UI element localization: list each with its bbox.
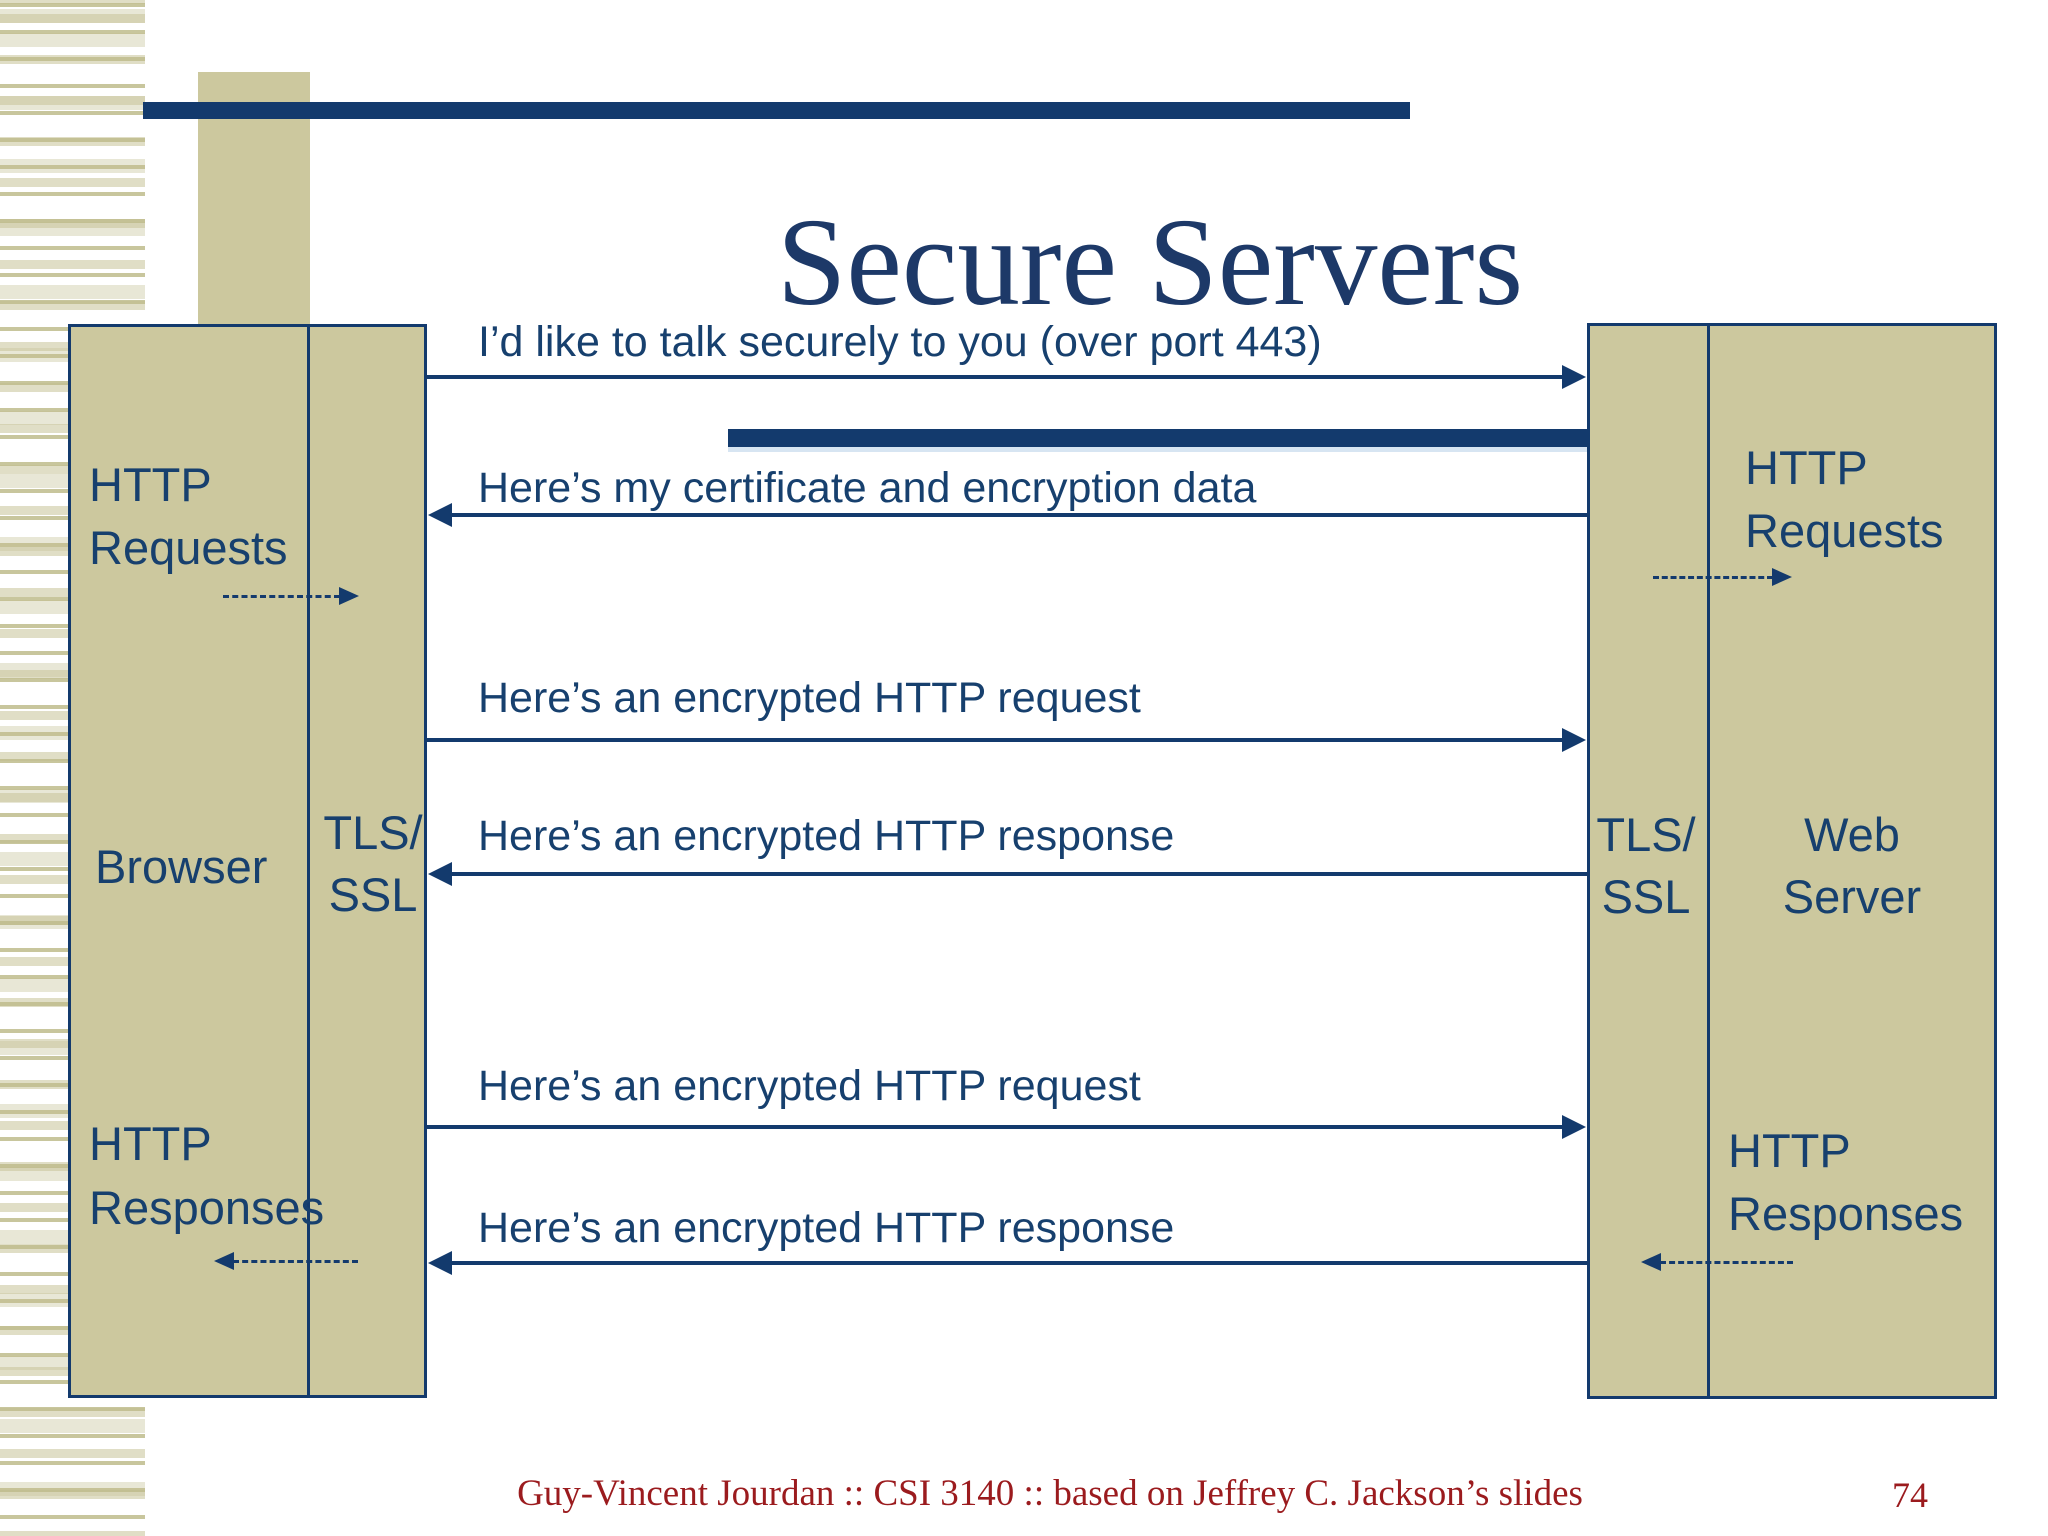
server-tls-ssl-label: TLS/ SSL [1596,808,1696,923]
message-text: I’d like to talk securely to you (over p… [478,318,1322,366]
browser-box: HTTP Requests Browser TLS/ SSL HTTP Resp… [68,324,427,1398]
http-request-flow-dashed-arrow-icon [223,587,359,605]
message-arrow-right-icon [427,1115,1586,1139]
message-text: Here’s an encrypted HTTP response [478,1204,1175,1252]
message-arrow-left-icon [428,503,1587,527]
message-arrow-right-icon [427,365,1586,389]
message-text: Here’s an encrypted HTTP request [478,1062,1141,1110]
browser-label: Browser [95,840,268,893]
message-arrow-left-icon [428,862,1587,886]
web-server-box-divider [1707,326,1710,1396]
server-http-responses-label: HTTP Responses [1728,1124,1964,1240]
message-arrow-left-icon [428,1251,1587,1275]
message-text: Here’s an encrypted HTTP request [478,674,1141,722]
browser-tls-ssl-label: TLS/ SSL [323,806,423,921]
browser-http-requests-label: HTTP Requests [89,458,288,574]
server-http-requests-label: HTTP Requests [1745,441,1944,557]
footer-credit: Guy-Vincent Jourdan :: CSI 3140 :: based… [517,1473,1583,1514]
section-divider-bar [728,429,1587,452]
title-accent-bar [143,102,1410,119]
page-number: 74 [1892,1475,1928,1515]
message-text: Here’s an encrypted HTTP response [478,812,1175,860]
slide-title: Secure Servers [776,194,1524,332]
browser-box-divider [307,327,310,1395]
http-response-flow-dashed-arrow-icon [214,1252,358,1270]
web-server-label: Web Server [1782,808,1922,923]
http-response-flow-dashed-arrow-icon [1641,1253,1793,1271]
message-arrow-right-icon [427,728,1586,752]
message-text: Here’s my certificate and encryption dat… [478,464,1257,512]
browser-http-responses-label: HTTP Responses [89,1117,325,1234]
http-request-flow-dashed-arrow-icon [1653,568,1792,586]
web-server-box: HTTP Requests TLS/ SSL Web Server HTTP R… [1587,323,1997,1399]
